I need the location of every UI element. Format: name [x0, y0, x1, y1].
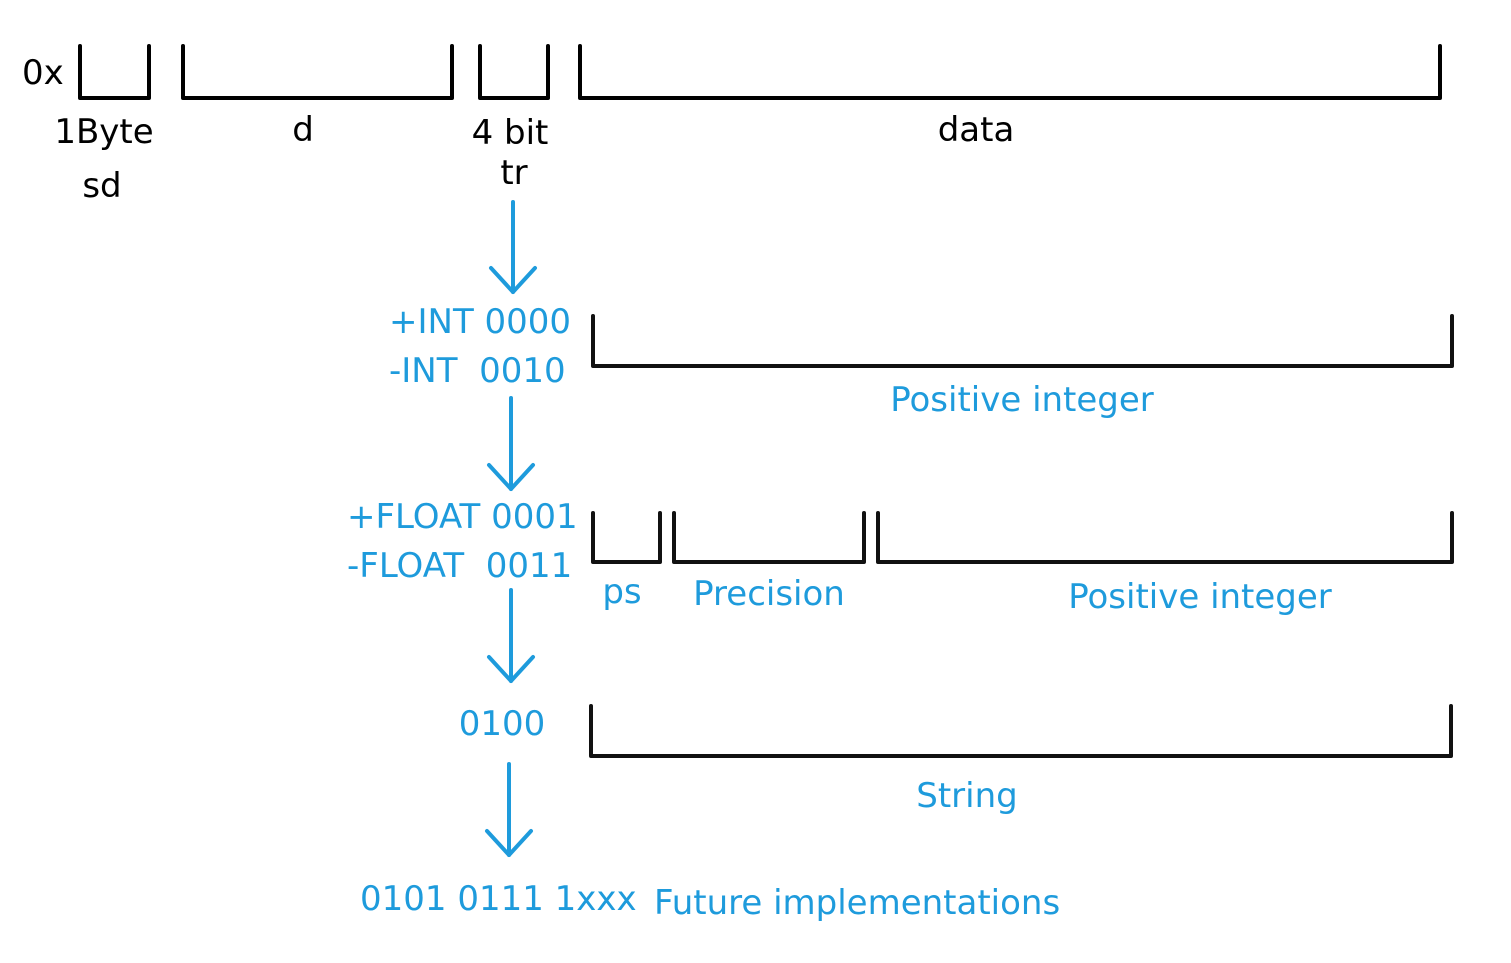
- arrow-down-icon: [485, 762, 533, 857]
- prefix-label: 0x: [22, 53, 64, 93]
- flow-arrows: [485, 200, 537, 857]
- bracket-tr: [478, 44, 550, 100]
- bracket-float-ps: [591, 511, 662, 564]
- tr-size-label: 4 bit: [472, 113, 549, 153]
- future-codes: 0101 0111 1xxx: [360, 879, 637, 919]
- float-integer-label: Positive integer: [1068, 577, 1332, 617]
- bracket-float-integer: [876, 511, 1454, 564]
- bracket-data: [578, 44, 1442, 100]
- future-label: Future implementations: [654, 883, 1060, 923]
- float-pos-code: +FLOAT 0001: [347, 497, 578, 537]
- float-precision-label: Precision: [693, 574, 845, 614]
- bracket-sd: [78, 44, 151, 100]
- int-pos-code: +INT 0000: [389, 302, 571, 342]
- arrow-down-icon: [487, 396, 535, 491]
- bracket-int-field: [591, 314, 1454, 368]
- arrow-down-icon: [487, 588, 535, 683]
- bracket-d: [181, 44, 454, 100]
- string-field-label: String: [916, 776, 1017, 816]
- float-neg-code: -FLOAT 0011: [347, 546, 572, 586]
- sd-name-label: sd: [82, 166, 121, 206]
- top-brackets: [78, 44, 1442, 100]
- int-field-label: Positive integer: [890, 380, 1154, 420]
- int-neg-code: -INT 0010: [389, 351, 566, 391]
- string-code: 0100: [459, 704, 546, 744]
- tr-name-label: tr: [500, 153, 527, 193]
- bracket-float-precision: [672, 511, 866, 564]
- arrow-down-icon: [489, 200, 537, 294]
- bracket-string-field: [589, 704, 1453, 758]
- d-name-label: d: [292, 110, 314, 150]
- data-name-label: data: [938, 110, 1015, 150]
- float-ps-label: ps: [602, 572, 641, 612]
- sd-size-label: 1Byte: [54, 112, 153, 152]
